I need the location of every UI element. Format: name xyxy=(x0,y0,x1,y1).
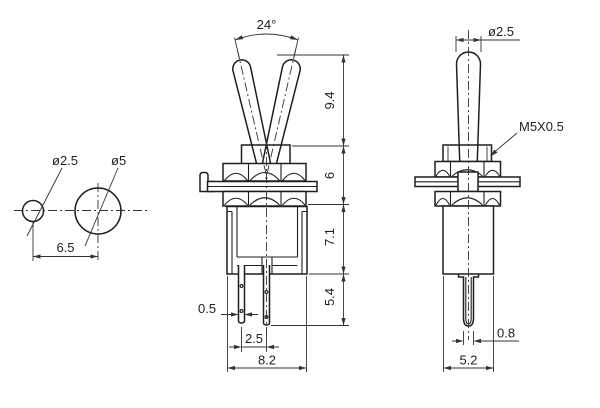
large-hole-leader-line xyxy=(84,167,119,247)
hex-nut-lower-side xyxy=(434,190,502,207)
dim-terminal-pitch: 2.5 xyxy=(229,327,279,352)
lock-washer-side xyxy=(414,171,521,193)
terminal-length-label: 5.4 xyxy=(322,288,337,306)
front-view xyxy=(199,37,318,332)
threaded-bushing-side xyxy=(442,144,493,163)
bushing-height-label: 6 xyxy=(322,172,337,179)
lever-axis-left xyxy=(236,49,269,182)
thread-spec-label: M5X0.5 xyxy=(519,119,564,134)
lever-axis-right xyxy=(264,49,297,182)
dim-body-width: 8.2 xyxy=(227,276,307,372)
throw-angle-label: 24° xyxy=(257,17,277,32)
panel-cutout-view: ø2.5 ø5 6.5 xyxy=(14,153,150,261)
hex-nut-upper-front xyxy=(222,162,307,182)
large-hole-dia-label: ø5 xyxy=(111,153,126,168)
small-hole-leader-line xyxy=(26,167,63,237)
small-hole-circle xyxy=(21,199,45,223)
hex-nut-lower-front xyxy=(222,190,307,207)
side-dimensions: ø2.5 M5X0.5 0.8 5.2 xyxy=(443,24,564,372)
hole-spacing-label: 6.5 xyxy=(56,240,74,255)
dim-hole-spacing: 6.5 xyxy=(33,240,98,259)
dim-chain-right: 9.4 6 7.1 5.4 xyxy=(271,54,349,326)
washer-tab-side xyxy=(457,171,479,193)
dim-terminal-width: 0.8 xyxy=(452,326,519,345)
body-depth-label: 5.2 xyxy=(459,353,477,368)
terminal-thickness-label: 0.5 xyxy=(198,301,216,316)
terminal-pitch-label: 2.5 xyxy=(245,331,263,346)
small-hole-dia-label: ø2.5 xyxy=(52,153,78,168)
terminal-width-label: 0.8 xyxy=(497,326,515,341)
front-dimensions: 24° 9.4 6 7.1 5.4 0.5 xyxy=(198,17,349,372)
side-view xyxy=(414,30,521,340)
lock-washer-front xyxy=(199,171,318,193)
dim-body-depth: 5.2 xyxy=(443,276,494,372)
dim-terminal-thickness: 0.5 xyxy=(198,301,258,317)
callout-thread-spec: M5X0.5 xyxy=(490,119,564,157)
dim-lever-dia: ø2.5 xyxy=(455,24,520,52)
hex-nut-upper-side xyxy=(434,160,502,178)
terminal-pin-left xyxy=(237,265,246,324)
toggle-lever-side xyxy=(455,51,482,171)
lever-dia-label: ø2.5 xyxy=(488,24,514,39)
lever-length-label: 9.4 xyxy=(322,91,337,109)
body-height-label: 7.1 xyxy=(322,228,337,246)
dim-throw-angle: 24° xyxy=(234,17,299,41)
switch-body-front xyxy=(226,205,308,275)
body-width-label: 8.2 xyxy=(258,353,276,368)
large-hole-circle xyxy=(74,187,122,235)
